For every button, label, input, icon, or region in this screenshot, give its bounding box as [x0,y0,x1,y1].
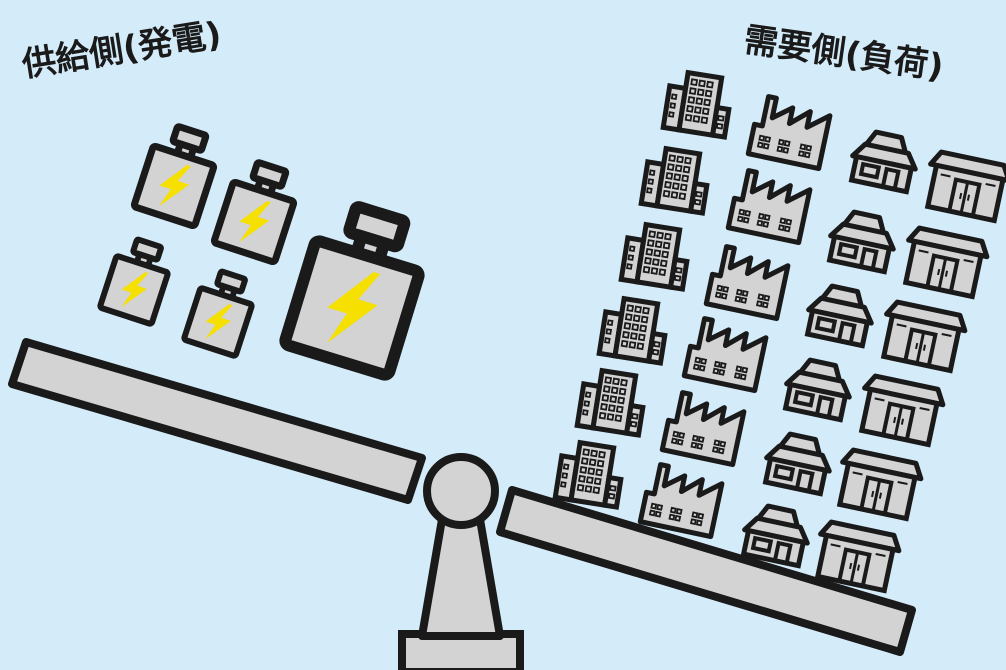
factory-icon [748,95,831,169]
shop-icon [834,448,924,519]
battery-icon [100,235,175,325]
battery-icon [214,157,303,262]
office-building-icon [577,368,647,435]
shop-icon [922,150,1006,221]
supply-beam [8,338,426,504]
office-building-icon [621,222,691,289]
house-icon [804,282,877,346]
factory-icon [640,463,723,537]
demand-buildings [555,70,1006,592]
factory-icon [662,391,745,465]
factory-icon [684,317,767,391]
fulcrum-stand [398,453,524,670]
office-building-icon [663,70,733,137]
office-building-icon [555,440,625,507]
demand-beam [496,486,916,656]
battery-icon-large [284,198,433,376]
house-icon [740,502,813,566]
factory-icon [706,245,789,319]
pivot-circle [423,453,499,529]
house-icon [826,208,899,272]
house-icon [762,430,835,494]
supply-batteries [100,121,433,376]
shop-icon [856,374,946,445]
factory-icon [728,169,811,243]
house-icon [782,356,855,420]
shop-icon [900,226,990,297]
office-building-icon [599,296,669,363]
battery-icon [184,267,259,357]
office-building-icon [641,146,711,213]
house-icon [848,128,921,192]
shop-icon [878,300,968,371]
battery-icon [134,121,223,226]
